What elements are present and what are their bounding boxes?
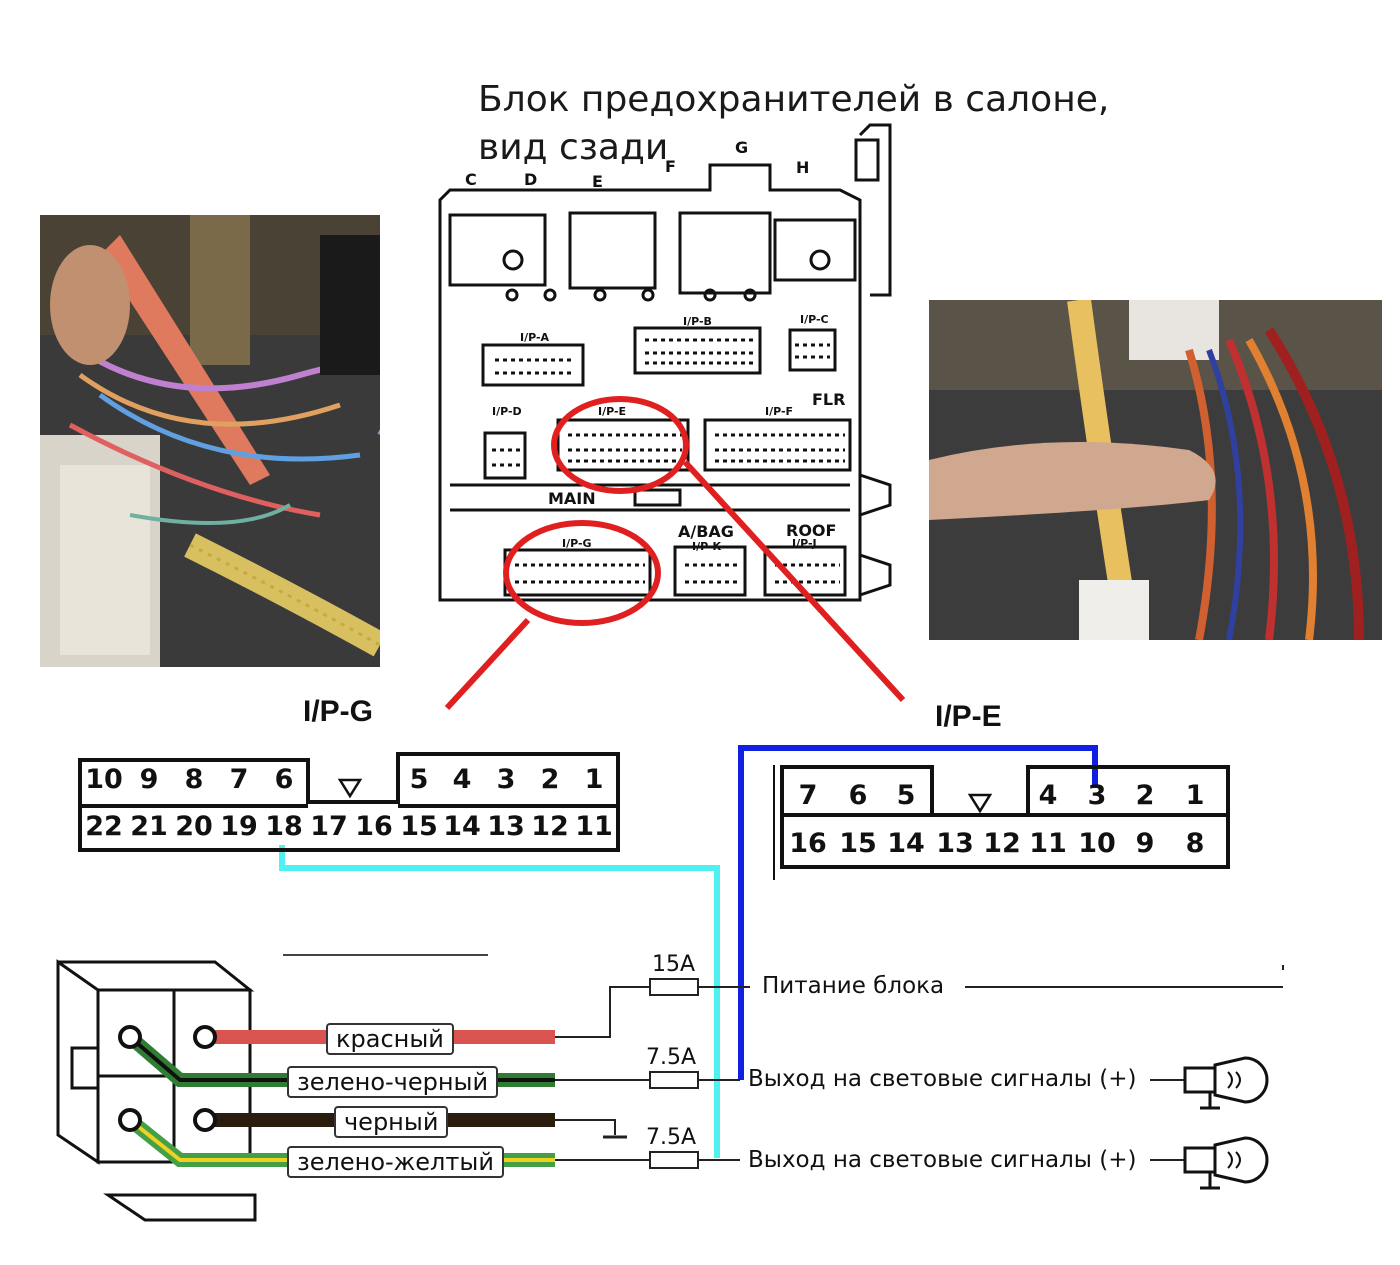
fuse-box-drawing bbox=[438, 123, 892, 626]
fuse-box-connector-f: I/P-F bbox=[765, 405, 794, 418]
connector-g-title: I/P-G bbox=[303, 695, 374, 728]
fuse-box-connector-c: I/P-C bbox=[800, 313, 829, 326]
fuse-box-connector-e: I/P-E bbox=[598, 405, 627, 418]
photo-right-image bbox=[929, 300, 1382, 640]
fuse-box-letter-h: H bbox=[796, 158, 810, 177]
diagram-title: Блок предохранителей в салоне, вид сзади bbox=[478, 76, 1109, 172]
pin-g-14: 14 bbox=[443, 811, 481, 842]
wiring-schematic bbox=[56, 954, 1284, 1222]
highlight-ip-g-circle bbox=[503, 520, 661, 626]
photo-left-wiring bbox=[40, 215, 380, 667]
pin-e-3: 3 bbox=[1087, 780, 1107, 811]
fuse-box-label-main: MAIN bbox=[548, 489, 596, 508]
fuse-box-label-flr: FLR bbox=[812, 390, 846, 409]
pin-e-9: 9 bbox=[1135, 828, 1155, 859]
pin-e-16: 16 bbox=[789, 828, 827, 859]
pin-e-7: 7 bbox=[798, 780, 818, 811]
pin-g-19: 19 bbox=[220, 811, 258, 842]
pin-e-10: 10 bbox=[1078, 828, 1116, 859]
output-label-power: Питание блока bbox=[762, 973, 945, 999]
pin-e-14: 14 bbox=[887, 828, 925, 859]
pin-g-20: 20 bbox=[175, 811, 213, 842]
red-line-ip-e bbox=[682, 459, 906, 703]
wire-label-green-yellow: зелено-желтый bbox=[287, 1146, 504, 1178]
fuse-box-label-roof: ROOF bbox=[786, 521, 837, 540]
pin-g-16: 16 bbox=[355, 811, 393, 842]
pin-g-18: 18 bbox=[265, 811, 303, 842]
red-line-ip-g bbox=[444, 617, 531, 711]
pin-g-12: 12 bbox=[531, 811, 569, 842]
pin-g-11: 11 bbox=[575, 811, 613, 842]
lamp-icon-1 bbox=[1183, 1056, 1269, 1110]
photo-left-image bbox=[40, 215, 380, 667]
pin-e-5: 5 bbox=[896, 780, 916, 811]
pin-g-21: 21 bbox=[130, 811, 168, 842]
output-label-signal-2: Выход на световые сигналы (+) bbox=[748, 1147, 1137, 1173]
pin-e-2: 2 bbox=[1135, 780, 1155, 811]
lamp-icon-2 bbox=[1183, 1136, 1269, 1190]
pin-e-1: 1 bbox=[1185, 780, 1205, 811]
harness-connector bbox=[56, 959, 257, 1222]
pin-g-22: 22 bbox=[85, 811, 123, 842]
pin-g-2: 2 bbox=[540, 764, 560, 795]
pin-g-9: 9 bbox=[139, 764, 159, 795]
pin-g-17: 17 bbox=[310, 811, 348, 842]
pin-e-13: 13 bbox=[936, 828, 974, 859]
pin-g-7: 7 bbox=[229, 764, 249, 795]
pin-g-1: 1 bbox=[584, 764, 604, 795]
wire-label-black: черный bbox=[334, 1106, 449, 1138]
fuse-box-connector-j: I/P-J bbox=[792, 537, 817, 550]
fuse-box-letter-f: F bbox=[665, 157, 676, 176]
wire-label-red: красный bbox=[326, 1023, 454, 1055]
cyan-line-pin-18 bbox=[279, 845, 720, 1158]
pin-g-13: 13 bbox=[487, 811, 525, 842]
pin-g-6: 6 bbox=[274, 764, 294, 795]
highlight-ip-e-circle bbox=[551, 396, 689, 494]
pin-g-10: 10 bbox=[85, 764, 123, 795]
fuse-box-letter-e: E bbox=[592, 172, 603, 191]
fuse-box-connector-k: I/P-K bbox=[692, 540, 722, 553]
pin-g-8: 8 bbox=[184, 764, 204, 795]
fuse-rating-15a: 15A bbox=[652, 952, 696, 977]
connector-e-outline bbox=[773, 765, 1230, 880]
fuse-box-connector-b: I/P-B bbox=[683, 315, 712, 328]
fuse-box-connector-d: I/P-D bbox=[492, 405, 522, 418]
fuse-box-letter-g: G bbox=[735, 138, 749, 157]
pin-e-6: 6 bbox=[848, 780, 868, 811]
fuse-rating-7-5a-1: 7.5A bbox=[646, 1045, 697, 1070]
fuse-box-label-abag: A/BAG bbox=[678, 522, 734, 541]
output-label-signal-1: Выход на световые сигналы (+) bbox=[748, 1066, 1137, 1092]
fuse-box-connector-g: I/P-G bbox=[562, 537, 592, 550]
pin-g-4: 4 bbox=[452, 764, 472, 795]
pin-e-4: 4 bbox=[1038, 780, 1058, 811]
fuse-rating-7-5a-2: 7.5A bbox=[646, 1125, 697, 1150]
pin-e-8: 8 bbox=[1185, 828, 1205, 859]
fuse-box-letter-c: C bbox=[465, 170, 477, 189]
title-line-1: Блок предохранителей в салоне, bbox=[478, 79, 1110, 120]
pin-e-15: 15 bbox=[839, 828, 877, 859]
connector-g-outline bbox=[78, 752, 620, 852]
pin-g-3: 3 bbox=[496, 764, 516, 795]
fuse-7-5a-1 bbox=[649, 1071, 699, 1089]
fuse-box-connector-a: I/P-A bbox=[520, 331, 550, 344]
fuse-box-letter-d: D bbox=[524, 170, 538, 189]
pin-e-11: 11 bbox=[1029, 828, 1067, 859]
connector-e-title: I/P-E bbox=[935, 700, 1002, 733]
title-line-2: вид сзади bbox=[478, 127, 669, 168]
fuse-7-5a-2 bbox=[649, 1151, 699, 1169]
wire-label-green-black: зелено-черный bbox=[287, 1066, 499, 1098]
fuse-15a bbox=[649, 978, 699, 996]
photo-right-wiring bbox=[929, 300, 1382, 640]
pin-e-12: 12 bbox=[983, 828, 1021, 859]
pin-g-5: 5 bbox=[409, 764, 429, 795]
pin-g-15: 15 bbox=[400, 811, 438, 842]
